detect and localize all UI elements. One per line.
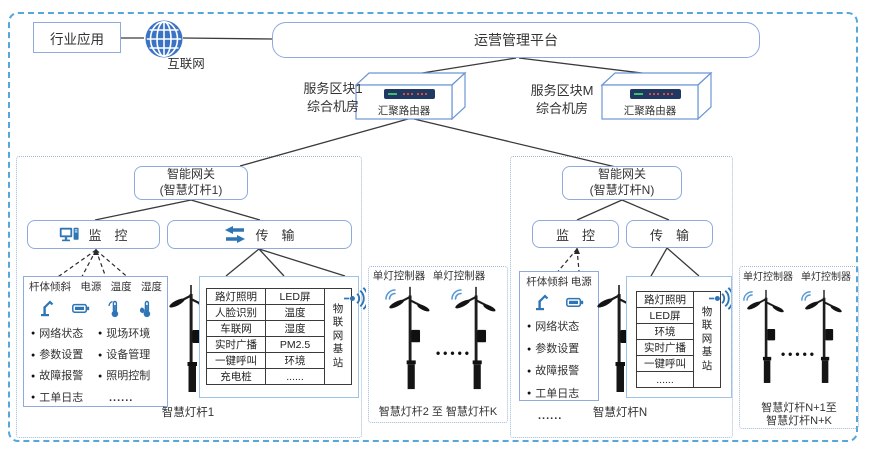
pole-tilt-icon [39,301,54,318]
smart-lamppost-image [388,285,432,391]
temperature-icon [108,300,120,318]
monitor-icon [60,227,80,242]
transmit-label: 传 输 [649,227,689,243]
battery-icon [71,303,90,314]
monitor-label: 监 控 [555,227,595,243]
single-light-controller-label: 单灯控制器 [372,270,426,282]
more-dots: ...... [109,391,134,404]
function-list-n: 网络状态 参数设置 故障报警 工单日志 ...... [520,313,598,423]
transmit-label: 传 输 [255,228,295,243]
sensor-labels-row: 杆体倾斜 电源 温度 湿度 [29,281,162,293]
industry-application-box: 行业应用 [33,22,121,53]
sensor-icons-row [520,290,598,313]
service-block-m-name: 服务区块M 综合机房 [530,83,594,116]
sensor-icons-row [24,295,167,321]
pole-group-n-caption-line1: 智慧灯杆N+1至 [761,402,837,414]
monitor-box-n: 监 控 [532,220,619,248]
transfer-arrows-icon [225,226,246,243]
function-list-1: 网络状态 现场环境 参数设置 设备管理 故障报警 照明控制 工单日志 .....… [24,321,167,405]
pole-group-1-border [368,266,508,423]
pole-group-n-border [739,266,859,429]
pole-tilt-icon [535,294,549,311]
sensor-function-box-n: 杆体倾斜 电源 网络状态 参数设置 故障报警 工单日志 ...... [519,271,599,422]
device-table-n: 路灯照明 物联网基站 LED屏 环境 实时广播 一键呼叫 ...... [636,291,721,388]
operation-platform-label: 运营管理平台 [474,32,558,48]
pole-group-n-caption-line2: 智慧灯杆N+K [766,415,832,427]
section-n-border [510,156,733,438]
outer-dashed-border [8,12,858,442]
smart-lamppost-image [454,285,498,391]
monitor-label: 监 控 [88,228,128,243]
ellipsis-dots: ••••• [435,346,472,360]
monitor-box-1: 监 控 [27,220,160,249]
transmit-box-1: 传 输 [167,220,352,249]
iot-base-station-label: 物联网基站 [324,288,352,385]
sensor-labels-row: 杆体倾斜 电源 [526,276,592,288]
battery-icon [565,297,584,307]
smart-lamppost-n-label: 智慧灯杆N [592,407,648,419]
iot-base-station-label: 物联网基站 [693,291,721,388]
more-dots: ...... [538,409,563,422]
humidity-icon [139,300,152,318]
aggregation-router-m-label: 汇聚路由器 [623,105,677,117]
device-table-1: 路灯照明 LED屏 物联网基站 人脸识别 温度 车联网 湿度 实时广播 PM2.… [206,288,352,385]
internet-label: 互联网 [167,57,205,71]
wireless-signal-icon [709,287,731,310]
smart-lamppost-image [746,288,786,384]
gateway-box-1: 智能网关 (智慧灯杆1) [134,166,248,200]
industry-application-label: 行业应用 [50,31,104,47]
wireless-signal-icon [344,287,366,310]
ellipsis-dots: ••••• [780,347,817,361]
service-block-1-name: 服务区块1 综合机房 [303,81,363,114]
transmit-box-n: 传 输 [626,220,713,248]
single-light-controller-label: 单灯控制器 [801,272,851,283]
pole-group-1-caption: 智慧灯杆2 至 智慧灯杆K [378,406,498,418]
sensor-function-box-1: 杆体倾斜 电源 温度 湿度 网络状态 现场环境 参数设置 设备管理 故障报警 照… [23,276,168,407]
gateway-box-n: 智能网关 (智慧灯杆N) [562,166,682,200]
smart-lamppost-1-label: 智慧灯杆1 [161,407,215,419]
aggregation-router-1-label: 汇聚路由器 [377,105,431,117]
single-light-controller-label: 单灯控制器 [432,270,486,282]
smart-lamppost-image [804,288,844,384]
single-light-controller-label: 单灯控制器 [743,272,793,283]
section-1-border [16,156,362,438]
operation-platform-box: 运营管理平台 [272,22,760,58]
